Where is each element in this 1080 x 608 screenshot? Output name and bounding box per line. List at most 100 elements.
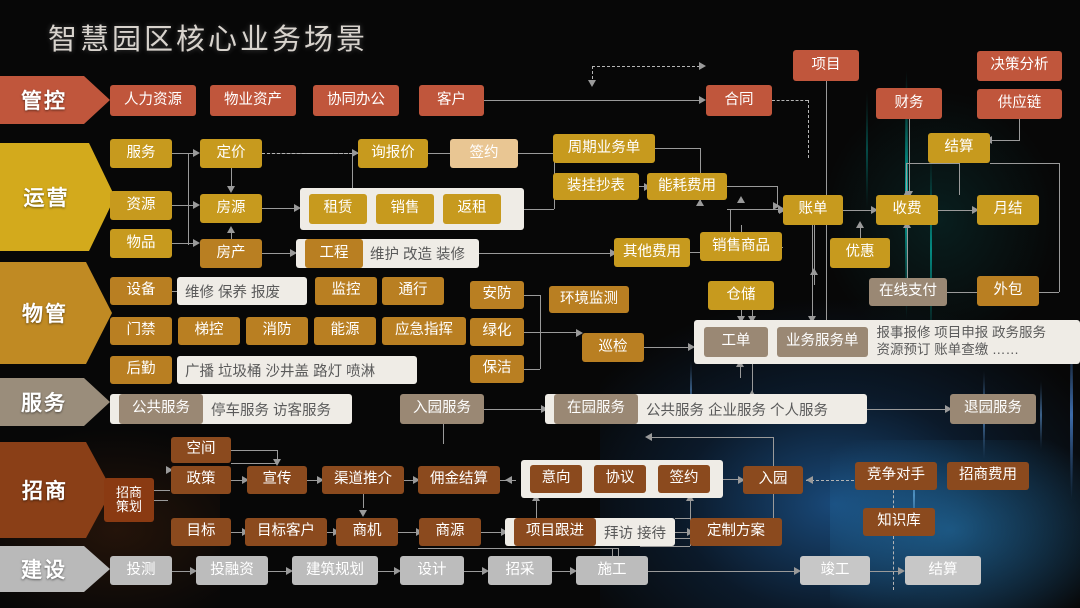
node-guankong[interactable]: 财务 [876,88,942,119]
node-wuguan[interactable]: 设备 [110,277,172,305]
node-jianshe[interactable]: 结算 [905,556,981,585]
node-zhaoshang[interactable]: 竞争对手 [855,462,937,490]
node-wuguan[interactable]: 消防 [246,317,308,345]
node-yunying[interactable]: 仓储 [708,281,774,310]
node-zhaoshang[interactable]: 定制方案 [690,518,782,546]
node-zhaoshang[interactable]: 入园 [743,466,803,494]
node-yunying[interactable]: 外包 [977,276,1039,306]
panel-chip[interactable]: 在园服务 [554,394,638,424]
node-yunying[interactable]: 房源 [200,194,262,223]
node-zhaoshang[interactable]: 渠道推介 [322,466,404,494]
panel-chip[interactable]: 工程 [305,239,363,268]
node-guankong[interactable]: 合同 [706,85,772,116]
work-order-panel: 工单业务服务单报事报修 项目申报 政务服务资源预订 账单查缴 …… [694,320,1080,364]
node-yunying[interactable]: 装挂抄表 [553,173,639,200]
node-yunying[interactable]: 结算 [928,133,990,163]
node-fuwu[interactable]: 退园服务 [950,394,1036,424]
node-yunying[interactable]: 定价 [200,139,262,168]
node-yunying[interactable]: 服务 [110,139,172,168]
node-jianshe[interactable]: 投融资 [196,556,268,585]
node-jianshe[interactable]: 设计 [400,556,464,585]
panel-chip[interactable]: 签约 [658,465,710,493]
node-yunying[interactable]: 收费 [876,195,938,225]
node-jianshe[interactable]: 竣工 [800,556,870,585]
node-zhaoshang[interactable]: 政策 [171,466,231,494]
category-band-4[interactable]: 招商 [0,442,112,538]
node-yunying[interactable]: 能耗费用 [647,173,727,200]
panel-chip[interactable]: 租赁 [309,194,367,224]
node-wuguan[interactable]: 保洁 [470,355,524,383]
node-guankong[interactable]: 人力资源 [110,85,196,116]
node-guankong[interactable]: 客户 [419,85,484,116]
node-zhaoshang[interactable]: 佣金结算 [418,466,500,494]
node-wuguan[interactable]: 环境监测 [549,286,629,313]
category-band-0[interactable]: 管控 [0,76,110,124]
category-band-5[interactable]: 建设 [0,546,110,592]
node-zhaoshang[interactable]: 目标 [171,518,231,546]
node-guankong[interactable]: 项目 [793,50,859,81]
node-wuguan[interactable]: 绿化 [470,318,524,346]
node-guankong[interactable]: 供应链 [977,89,1062,119]
arrowhead [190,567,197,575]
node-jianshe[interactable]: 招采 [488,556,552,585]
node-wuguan[interactable]: 通行 [382,277,444,305]
arrowhead [286,567,293,575]
node-zhaoshang[interactable]: 招商费用 [947,462,1029,490]
node-zhaoshang[interactable]: 招商策划 [104,478,154,522]
node-wuguan[interactable]: 梯控 [178,317,240,345]
node-zhaoshang[interactable]: 空间 [171,437,231,463]
panel-chip[interactable]: 意向 [530,465,582,493]
connector [418,548,618,550]
node-guankong[interactable]: 协同办公 [313,85,399,116]
node-yunying[interactable]: 在线支付 [869,278,947,306]
in-park-service-panel: 在园服务公共服务 企业服务 个人服务 [545,394,867,424]
node-wuguan[interactable]: 监控 [315,277,377,305]
panel-chip[interactable]: 返租 [443,194,501,224]
panel-chip[interactable]: 业务服务单 [777,327,868,357]
arrowhead [645,433,652,441]
node-yunying[interactable]: 签约 [450,139,518,168]
panel-chip[interactable]: 协议 [594,465,646,493]
connector [484,409,541,411]
node-yunying[interactable]: 资源 [110,191,172,220]
panel-chip[interactable]: 工单 [704,327,768,357]
connector [154,490,170,492]
connector-dashed [806,480,854,481]
node-guankong[interactable]: 物业资产 [210,85,296,116]
node-wuguan[interactable]: 后勤 [110,356,172,384]
node-wuguan[interactable]: 安防 [470,281,524,309]
node-guankong[interactable]: 决策分析 [977,51,1062,81]
panel-chip[interactable]: 项目跟进 [514,518,596,546]
node-yunying[interactable]: 其他费用 [614,238,690,267]
node-yunying[interactable]: 优惠 [830,238,890,268]
node-yunying[interactable]: 账单 [783,195,843,225]
category-band-2[interactable]: 物管 [0,262,112,364]
panel-chip[interactable]: 公共服务 [119,394,203,424]
node-wuguan[interactable]: 门禁 [110,317,172,345]
node-zhaoshang[interactable]: 知识库 [863,508,935,536]
logistics-panel: 广播 垃圾桶 沙井盖 路灯 喷淋 [177,356,417,384]
node-yunying[interactable]: 房产 [200,239,262,268]
node-yunying[interactable]: 询报价 [358,139,428,168]
node-jianshe[interactable]: 投测 [110,556,172,585]
node-zhaoshang[interactable]: 商机 [336,518,398,546]
node-zhaoshang[interactable]: 宣传 [247,466,307,494]
node-zhaoshang[interactable]: 商源 [419,518,481,546]
node-jianshe[interactable]: 施工 [576,556,648,585]
node-yunying[interactable]: 月结 [977,195,1039,225]
panel-chip[interactable]: 销售 [376,194,434,224]
node-wuguan[interactable]: 应急指挥 [382,317,466,345]
node-wuguan[interactable]: 能源 [314,317,376,345]
node-zhaoshang[interactable]: 目标客户 [245,518,327,546]
node-jianshe[interactable]: 建筑规划 [292,556,378,585]
node-yunying[interactable]: 物品 [110,229,172,258]
category-band-3[interactable]: 服务 [0,378,110,426]
node-fuwu[interactable]: 入园服务 [400,394,484,424]
node-wuguan[interactable]: 巡检 [582,333,644,362]
arrowhead [505,476,512,484]
node-yunying[interactable]: 销售商品 [700,232,782,261]
category-band-1[interactable]: 运营 [0,143,115,251]
node-yunying[interactable]: 周期业务单 [553,134,655,163]
connector [1019,119,1021,140]
